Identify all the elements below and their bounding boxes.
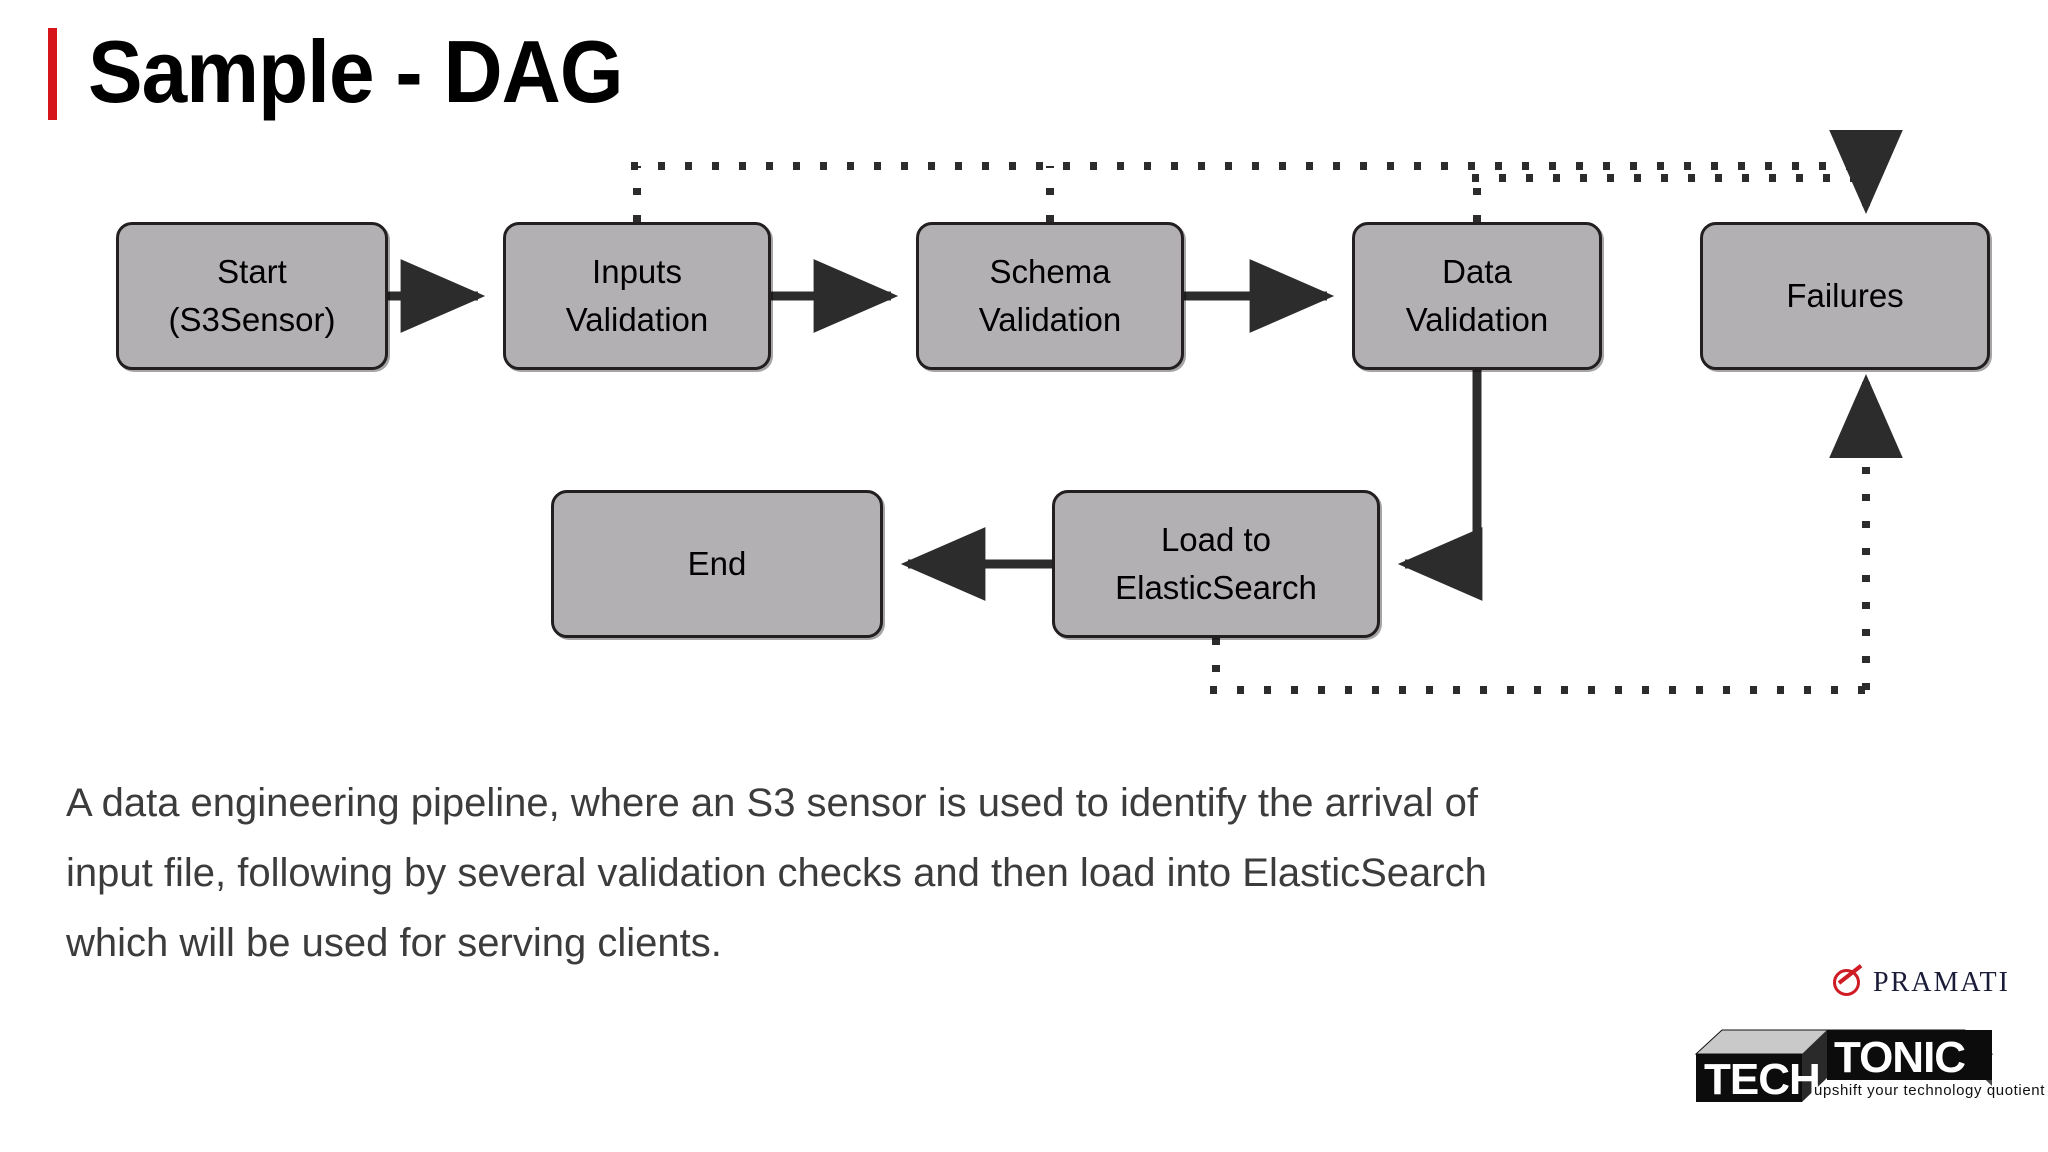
node-schema-validation-label: Schema Validation (978, 253, 1122, 338)
page-title: Sample - DAG (88, 22, 623, 121)
node-start-label: Start (S3Sensor) (168, 253, 336, 338)
logo-block: PRAMATI TECH TONIC upshift your technolo… (1682, 962, 2044, 1122)
title-block: Sample - DAG (0, 0, 2048, 150)
node-schema-validation[interactable]: Schema Validation (916, 222, 1184, 370)
node-failures-label: Failures (1786, 277, 1904, 314)
node-load-to-elasticsearch[interactable]: Load to ElasticSearch (1052, 490, 1380, 638)
node-failures[interactable]: Failures (1700, 222, 1990, 370)
node-start[interactable]: Start (S3Sensor) (116, 222, 388, 370)
edge-data-load (1397, 370, 1483, 601)
node-data-validation[interactable]: Data Validation (1352, 222, 1602, 370)
node-load-to-elasticsearch-label: Load to ElasticSearch (1115, 521, 1317, 606)
node-inputs-validation-label: Inputs Validation (565, 253, 709, 338)
techtonic-logo: TECH TONIC (1682, 1008, 2022, 1108)
svg-text:TONIC: TONIC (1834, 1033, 1965, 1082)
pramati-logo: PRAMATI (1832, 962, 2010, 1004)
node-data-validation-label: Data Validation (1405, 253, 1549, 338)
description-paragraph: A data engineering pipeline, where an S3… (66, 781, 1487, 965)
node-end[interactable]: End (551, 490, 883, 638)
pramati-wordmark: PRAMATI (1873, 967, 2010, 998)
node-end-label: End (687, 545, 747, 582)
techtonic-tagline: upshift your technology quotient (1814, 1082, 2046, 1099)
node-inputs-validation[interactable]: Inputs Validation (503, 222, 771, 370)
svg-text:TECH: TECH (1704, 1055, 1820, 1104)
pramati-circle-icon (1832, 964, 1866, 1000)
title-accent-bar (48, 28, 57, 120)
